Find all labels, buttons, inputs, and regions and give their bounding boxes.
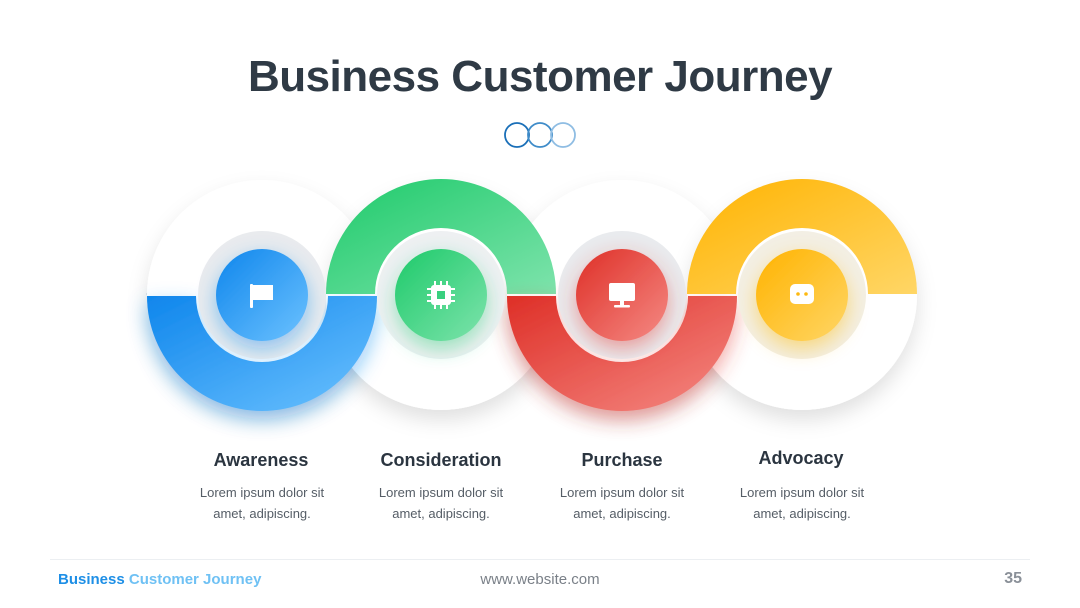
slide-title: Business Customer Journey bbox=[247, 52, 833, 101]
journey-graphic bbox=[146, 179, 917, 411]
awareness-description: Lorem ipsum dolor sit amet, adipiscing. bbox=[172, 482, 352, 524]
purchase-desc-line1: Lorem ipsum dolor sit bbox=[559, 485, 685, 500]
monitor-icon bbox=[609, 283, 635, 308]
purchase-title: Purchase bbox=[581, 450, 663, 470]
consideration-desc-line1: Lorem ipsum dolor sit bbox=[378, 485, 504, 500]
page-number: 35 bbox=[1004, 570, 1022, 587]
consideration-desc-line2: amet, adipiscing. bbox=[392, 506, 490, 521]
advocacy-arc bbox=[687, 179, 917, 294]
chip-icon bbox=[427, 281, 455, 309]
advocacy-title: Advocacy bbox=[758, 448, 844, 468]
footer-divider bbox=[50, 559, 1030, 560]
footer-brand: Business Customer Journey bbox=[58, 571, 261, 588]
footer-brand-part2: Customer Journey bbox=[128, 571, 262, 588]
consideration-description: Lorem ipsum dolor sit amet, adipiscing. bbox=[351, 482, 531, 524]
purchase-arc bbox=[507, 296, 737, 411]
footer-brand-part1: Business bbox=[58, 571, 125, 588]
purchase-description: Lorem ipsum dolor sit amet, adipiscing. bbox=[532, 482, 712, 524]
flag-icon bbox=[250, 284, 273, 308]
advocacy-desc-line1: Lorem ipsum dolor sit bbox=[739, 485, 865, 500]
consideration-title: Consideration bbox=[380, 450, 502, 470]
consideration-arc bbox=[326, 179, 556, 294]
purchase-desc-line2: amet, adipiscing. bbox=[573, 506, 671, 521]
footer-website: www.website.com bbox=[480, 571, 600, 588]
awareness-arc bbox=[147, 296, 377, 411]
awareness-desc-line1: Lorem ipsum dolor sit bbox=[199, 485, 325, 500]
advocacy-description: Lorem ipsum dolor sit amet, adipiscing. bbox=[712, 482, 892, 524]
awareness-desc-line2: amet, adipiscing. bbox=[213, 506, 311, 521]
rings-decoration-icon bbox=[504, 122, 576, 148]
advocacy-desc-line2: amet, adipiscing. bbox=[753, 506, 851, 521]
awareness-title: Awareness bbox=[213, 450, 309, 470]
chat-bubble-icon bbox=[790, 284, 814, 304]
